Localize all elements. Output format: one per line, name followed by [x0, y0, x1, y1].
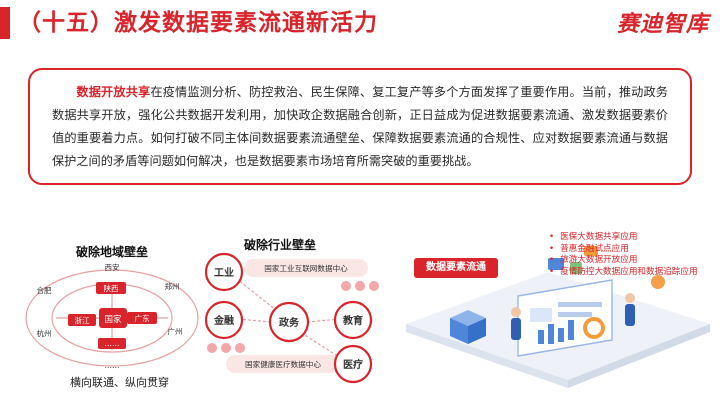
intro-box: 数据开放共享在疫情监测分析、防控救治、民生保障、复工复产等多个方面发挥了重要作用…	[28, 68, 692, 185]
application-item: 普惠金融试点应用	[549, 244, 698, 256]
label-hefei: 合肥	[37, 285, 52, 295]
bottom-center-band	[226, 355, 340, 373]
node-inner-more	[98, 338, 126, 349]
decor-dot	[221, 343, 231, 353]
industry-panel-title: 破除行业壁垒	[244, 238, 317, 252]
decor-dot	[341, 281, 351, 291]
page-title: （十五）激发数据要素流通新活力	[18, 10, 378, 36]
brand-logo: 赛迪智库	[616, 12, 709, 37]
intro-text: 在疫情监测分析、防控救治、民生保障、复工复产等多个方面发挥了重要作用。当前，推动…	[52, 85, 668, 168]
regional-diagram: 国家 陕西 广东 浙江 …… 西安 郑州 广州 杭州 合肥 ……	[25, 262, 199, 370]
industry-diagram: 国家工业互联网数据中心 国家健康医疗数据中心 政务 工业 金融 教育 医疗	[204, 252, 379, 384]
person-body	[625, 304, 635, 326]
sitting-person-icon	[651, 275, 665, 289]
sector-industry-circle	[204, 252, 244, 292]
sector-finance-circle	[204, 300, 244, 340]
node-guangdong	[127, 312, 157, 324]
regional-panel-title: 破除地域壁垒	[76, 245, 149, 259]
sector-industry-label: 工业	[214, 266, 234, 279]
dashboard-bar	[558, 312, 592, 317]
application-item: 疫情防控大数据应用和数据追踪应用	[549, 267, 698, 279]
dashboard-widget	[530, 308, 552, 322]
chart-bar	[558, 328, 564, 342]
outer-ring	[25, 269, 199, 367]
chart-bar	[538, 330, 544, 344]
center-node	[99, 308, 127, 328]
person-head	[511, 307, 521, 317]
label-guangdong: 广东	[135, 313, 150, 323]
data-flow-badge: 数据要素流通	[414, 258, 498, 278]
bottom-center-label: 国家健康医疗数据中心	[245, 359, 321, 369]
person-body	[511, 318, 521, 340]
chart-bar	[548, 324, 554, 344]
title-accent-bar	[0, 7, 10, 39]
decor-dot	[369, 281, 379, 291]
decor-dot	[207, 343, 217, 353]
label-guangzhou: 广州	[168, 326, 183, 336]
person-head	[625, 293, 635, 303]
node-zhejiang	[68, 314, 96, 326]
application-item: 医保大数据共享应用	[549, 232, 698, 244]
gov-center-circle	[268, 301, 310, 343]
sector-education-label: 教育	[342, 314, 363, 327]
regional-caption: 横向联通、纵向贯穿	[70, 376, 169, 389]
top-center-label: 国家工业互联网数据中心	[264, 263, 348, 273]
data-flow-illustration	[406, 246, 710, 388]
cube-right	[468, 318, 486, 344]
platform-left-side	[406, 324, 568, 388]
label-zhengzhou: 郑州	[165, 281, 180, 291]
intro-highlight: 数据开放共享	[76, 85, 151, 99]
chart-bar	[568, 320, 574, 340]
cube-left	[450, 318, 468, 344]
label-shaanxi: 陕西	[104, 283, 119, 293]
center-label: 国家	[104, 314, 122, 325]
label-outer-more: ……	[105, 361, 120, 370]
label-zhejiang: 浙江	[75, 315, 90, 325]
platform-right-side	[568, 324, 710, 388]
label-xian: 西安	[105, 262, 120, 272]
application-list: 医保大数据共享应用 普惠金融试点应用 旅游大数据开放应用 疫情防控大数据应用和数…	[549, 232, 698, 278]
sector-medical-circle	[333, 344, 373, 384]
top-center-band	[244, 259, 368, 277]
decor-dot	[355, 281, 365, 291]
sector-medical-label: 医疗	[343, 358, 363, 371]
label-hangzhou: 杭州	[37, 328, 52, 338]
decor-dot	[235, 343, 245, 353]
intro-paragraph: 数据开放共享在疫情监测分析、防控救治、民生保障、复工复产等多个方面发挥了重要作用…	[52, 81, 668, 173]
sector-finance-label: 金融	[213, 314, 234, 327]
label-inner-more: ……	[105, 339, 120, 348]
application-item: 旅游大数据开放应用	[549, 255, 698, 267]
header: （十五）激发数据要素流通新活力 赛迪智库	[0, 0, 723, 46]
donut-chart	[583, 317, 605, 339]
sector-education-circle	[333, 300, 373, 340]
gov-center-label: 政务	[279, 316, 300, 329]
dashboard-bar	[558, 302, 602, 307]
node-shaanxi	[96, 282, 126, 294]
